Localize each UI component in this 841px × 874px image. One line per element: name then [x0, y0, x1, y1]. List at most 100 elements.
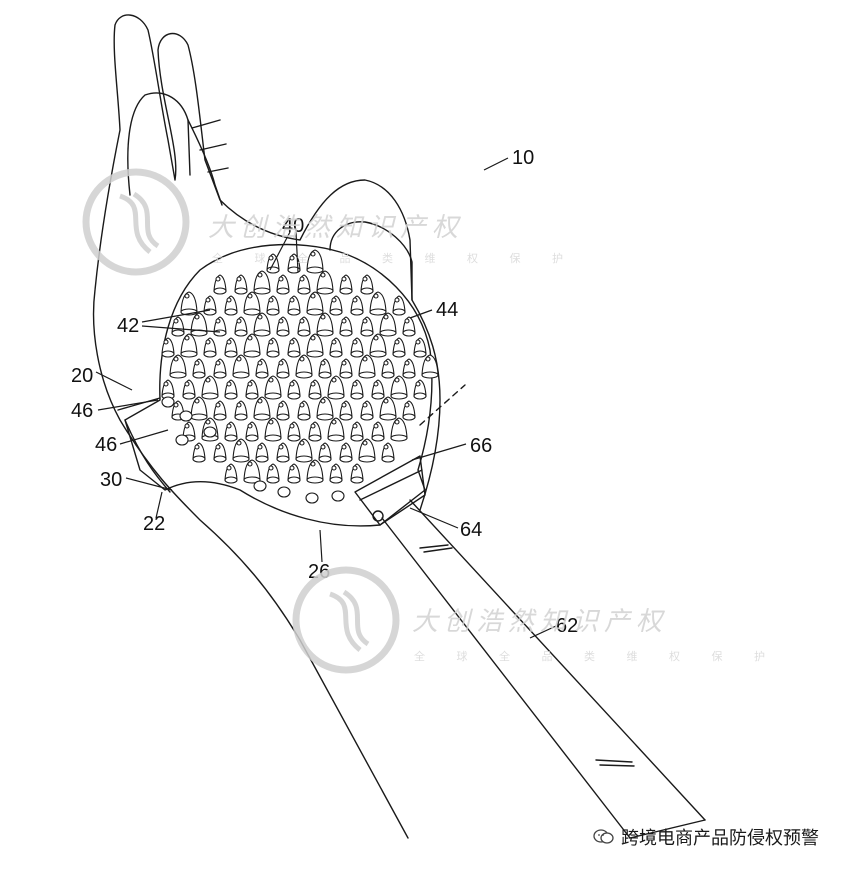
nub [381, 358, 395, 379]
leader-42-a [141, 309, 211, 323]
leader-46-a [97, 399, 159, 411]
nub [339, 274, 353, 295]
nub [413, 379, 427, 400]
rod-left [381, 517, 631, 839]
nub [318, 358, 332, 379]
nub [339, 316, 353, 337]
nub [171, 316, 185, 337]
nub [180, 333, 198, 358]
ref-label-rod: 62 [556, 615, 578, 637]
nub [297, 316, 311, 337]
nub [255, 358, 269, 379]
nub [329, 337, 343, 358]
nub [213, 274, 227, 295]
nub [339, 400, 353, 421]
hole [305, 492, 319, 504]
ref-label-glove: 20 [71, 365, 93, 387]
nub [192, 442, 206, 463]
nub [306, 333, 324, 358]
nub [276, 316, 290, 337]
leader-10 [483, 157, 509, 171]
hole [331, 490, 345, 502]
nub [245, 421, 259, 442]
leader-30 [125, 477, 173, 491]
nub [369, 333, 387, 358]
leader-44 [409, 309, 433, 319]
nub [264, 375, 282, 400]
nub [295, 438, 313, 463]
nub [287, 295, 301, 316]
finger-joint [191, 119, 229, 173]
nub [360, 316, 374, 337]
wrist-band [117, 397, 171, 493]
wechat-bubble-icon [593, 829, 614, 844]
nub [306, 249, 324, 274]
nub [234, 400, 248, 421]
nub [381, 442, 395, 463]
nub [224, 421, 238, 442]
nub [287, 337, 301, 358]
palm-panel [124, 243, 433, 527]
nub [318, 442, 332, 463]
nub [213, 442, 227, 463]
nub [276, 400, 290, 421]
nub [379, 312, 397, 337]
nub [413, 337, 427, 358]
nub [350, 379, 364, 400]
nub [213, 358, 227, 379]
nub [308, 421, 322, 442]
leader-22 [155, 491, 163, 519]
hole [161, 396, 175, 408]
nub [339, 442, 353, 463]
watermark-logo [82, 168, 190, 276]
index-finger [127, 92, 191, 196]
nub [224, 379, 238, 400]
ref-label-holes-b: 46 [95, 434, 117, 456]
nub [327, 375, 345, 400]
nub [358, 354, 376, 379]
nub [287, 379, 301, 400]
hole [203, 426, 217, 438]
ref-label-palm-panel: 22 [143, 513, 165, 535]
nub [224, 337, 238, 358]
nub [245, 379, 259, 400]
nub [360, 400, 374, 421]
nub [276, 358, 290, 379]
thumb-tip [329, 221, 413, 301]
leader-40-a [269, 231, 291, 271]
ref-label-nubs: 40 [282, 215, 304, 237]
nub [224, 295, 238, 316]
leader-40-b [295, 231, 299, 273]
connector-screw [372, 510, 384, 522]
ref-label-socket: 66 [470, 435, 492, 457]
nub [316, 270, 334, 295]
dashed-edge [419, 384, 466, 426]
nub [402, 316, 416, 337]
ref-label-holes: 46 [71, 400, 93, 422]
watermark-lower: 大创浩然知识产权 全 球 全 品 类 维 权 保 护 [292, 566, 765, 674]
nub [243, 333, 261, 358]
hole [179, 410, 193, 422]
nub [234, 274, 248, 295]
watermark-subtitle: 全 球 全 品 类 维 权 保 护 [212, 251, 577, 265]
nub [421, 354, 439, 379]
watermark-logo-mark [329, 589, 370, 652]
nub [295, 354, 313, 379]
nub [350, 421, 364, 442]
nub [253, 312, 271, 337]
nub [266, 295, 280, 316]
nub [266, 253, 280, 274]
nub [213, 316, 227, 337]
ref-label-ring-nubs: 44 [436, 299, 458, 321]
leader-20 [95, 371, 133, 391]
hole [175, 434, 189, 446]
leader-62 [529, 625, 557, 639]
nub [358, 438, 376, 463]
nub [390, 375, 408, 400]
nub [161, 379, 175, 400]
nub [253, 396, 271, 421]
nub [369, 291, 387, 316]
leader-66 [411, 443, 467, 461]
watermark-title: 大创浩然知识产权 [412, 607, 668, 637]
nub [190, 312, 208, 337]
